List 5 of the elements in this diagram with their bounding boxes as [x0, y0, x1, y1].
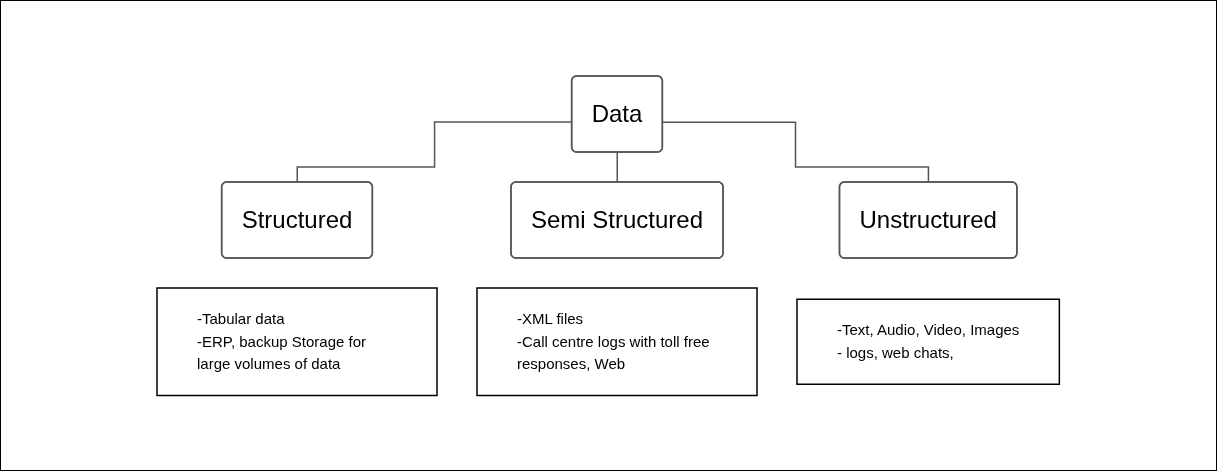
connector — [662, 121, 930, 183]
node-box: -Text, Audio, Video, Images - logs, web chats, — [796, 298, 1061, 385]
connector — [616, 151, 619, 183]
node-box: -Tabular data -ERP, backup Storage for large volumes of data — [156, 287, 439, 396]
node-box: -XML files -Call centre logs with toll free responses, Web — [476, 287, 759, 396]
